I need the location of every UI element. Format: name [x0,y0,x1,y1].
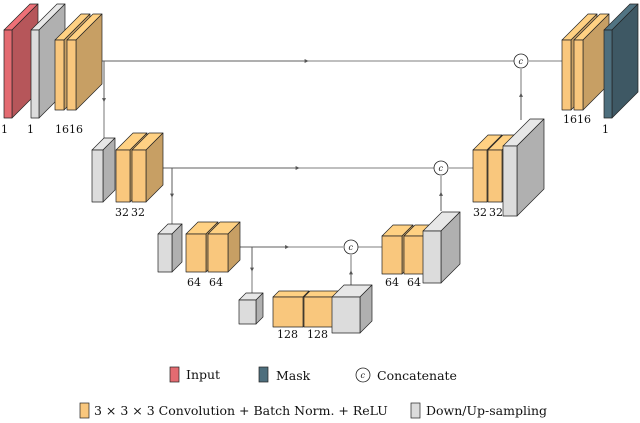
concat-node-level1: c [513,53,529,69]
channel-label-bott-b: 128 [307,328,328,341]
conv-block-dec1-b [573,13,610,111]
concat-node-level1-symbol: c [519,57,524,66]
channel-label-output: 1 [602,123,609,136]
legend: Input Mask c Concatenate 3 × 3 × 3 Convo… [79,366,547,419]
channel-label-bott-a: 128 [277,328,298,341]
upsample-4 [331,284,373,334]
channel-label-dec1: 1616 [563,113,591,126]
concat-node-level3: c [343,239,359,255]
channel-label-dec2-a: 32 [473,206,487,219]
legend-conv-swatch [79,402,90,419]
channel-label-enc2-a: 32 [115,206,129,219]
channel-label-enc2-b: 32 [131,206,145,219]
downsample-2 [91,137,116,203]
legend-concat-label: Concatenate [377,368,457,383]
channel-label-dec3-b: 64 [407,276,421,289]
connections-layer [100,59,562,293]
legend-mask-label: Mask [276,368,311,383]
conv-block-enc2-b [131,132,164,203]
channel-label-enc1: 1616 [55,123,83,136]
concat-node-level2-symbol: c [439,164,444,173]
channel-label-dec3-a: 64 [385,276,399,289]
channel-label-enc3-b: 64 [209,276,223,289]
legend-concat-symbol: c [361,371,366,380]
upsample-2 [502,118,545,217]
channel-label-input: 1 [1,123,8,136]
conv-block-enc1-b [66,13,103,111]
legend-sampling-label: Down/Up-sampling [426,403,547,418]
concat-nodes-layer: c c c [343,53,529,255]
upsample-3 [422,211,461,284]
legend-input-swatch [169,366,180,383]
legend-mask-swatch [258,366,269,383]
downsample-4 [238,292,264,325]
concat-node-level3-symbol: c [349,243,354,252]
blocks-layer [3,3,639,334]
downsample-3 [157,223,183,273]
legend-concat-icon: c [355,367,371,383]
channel-label-mask-in: 1 [27,123,34,136]
channel-label-dec2-b: 32 [489,206,503,219]
legend-conv-label: 3 × 3 × 3 Convolution + Batch Norm. + Re… [94,403,388,418]
legend-input-label: Input [186,367,220,382]
mask-output-volume [603,3,639,119]
conv-block-bott-a [272,290,310,328]
conv-block-enc3-b [207,221,241,273]
legend-sampling-swatch [410,402,421,419]
concat-node-level2: c [433,160,449,176]
channel-label-enc3-a: 64 [187,276,201,289]
